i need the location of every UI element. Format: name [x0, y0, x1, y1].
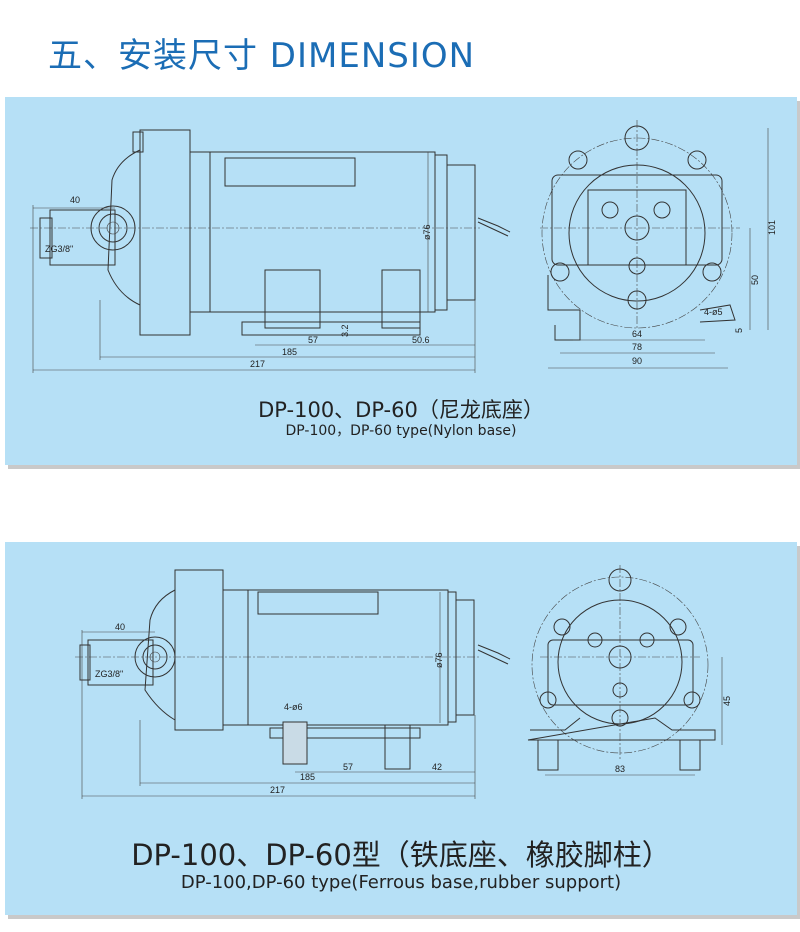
svg-text:40: 40 — [115, 622, 125, 632]
pump-front-view — [540, 120, 740, 341]
pump-side-view — [30, 129, 511, 336]
svg-text:4-ø5: 4-ø5 — [704, 307, 723, 317]
pump-front-view — [527, 565, 716, 771]
caption-english: DP-100，DP-60 type(Nylon base) — [285, 423, 517, 439]
ferrous-base-technical-drawing: 40 ZG3/8" ø76 4-ø6 57 42 185 217 — [75, 565, 732, 799]
svg-text:101: 101 — [767, 220, 777, 235]
nylon-base-technical-drawing: 40 ZG3/8" ø76 3.2 57 50.6 185 217 — [30, 120, 777, 373]
side-view-dimensions: 40 ZG3/8" ø76 4-ø6 57 42 185 217 — [81, 592, 476, 799]
svg-text:50.6: 50.6 — [412, 335, 430, 345]
nylon-base-drawing-panel: 40 ZG3/8" ø76 3.2 57 50.6 185 217 — [5, 97, 797, 465]
svg-text:64: 64 — [632, 329, 642, 339]
svg-text:50: 50 — [750, 275, 760, 285]
svg-text:5: 5 — [734, 328, 744, 333]
front-view-dimensions: 45 83 — [545, 657, 732, 776]
svg-text:185: 185 — [300, 772, 315, 782]
svg-text:217: 217 — [250, 359, 265, 369]
ferrous-base-drawing-panel: 40 ZG3/8" ø76 4-ø6 57 42 185 217 — [5, 542, 797, 915]
side-view-dimensions: 40 ZG3/8" ø76 3.2 57 50.6 185 217 — [32, 152, 476, 373]
svg-text:57: 57 — [343, 762, 353, 772]
svg-text:ZG3/8": ZG3/8" — [45, 244, 73, 254]
svg-text:ø76: ø76 — [422, 224, 432, 240]
section-title: 五、安装尺寸 DIMENSION — [48, 36, 476, 76]
caption-english: DP-100,DP-60 type(Ferrous base,rubber su… — [180, 872, 622, 893]
svg-text:ZG3/8": ZG3/8" — [95, 669, 123, 679]
svg-text:83: 83 — [615, 764, 625, 774]
svg-text:185: 185 — [282, 347, 297, 357]
svg-text:4-ø6: 4-ø6 — [284, 702, 303, 712]
svg-text:3.2: 3.2 — [340, 324, 350, 337]
svg-text:42: 42 — [432, 762, 442, 772]
caption-chinese: DP-100、DP-60（尼龙底座） — [258, 398, 544, 422]
svg-text:57: 57 — [308, 335, 318, 345]
svg-text:78: 78 — [632, 342, 642, 352]
pump-side-view — [75, 569, 511, 770]
svg-text:45: 45 — [722, 696, 732, 706]
caption-chinese: DP-100、DP-60型（铁底座、橡胶脚柱） — [131, 838, 671, 872]
svg-text:90: 90 — [632, 356, 642, 366]
svg-text:ø76: ø76 — [434, 652, 444, 668]
svg-text:40: 40 — [70, 195, 80, 205]
svg-text:217: 217 — [270, 785, 285, 795]
front-view-dimensions: 101 50 4-ø5 5 64 78 90 — [548, 128, 777, 369]
